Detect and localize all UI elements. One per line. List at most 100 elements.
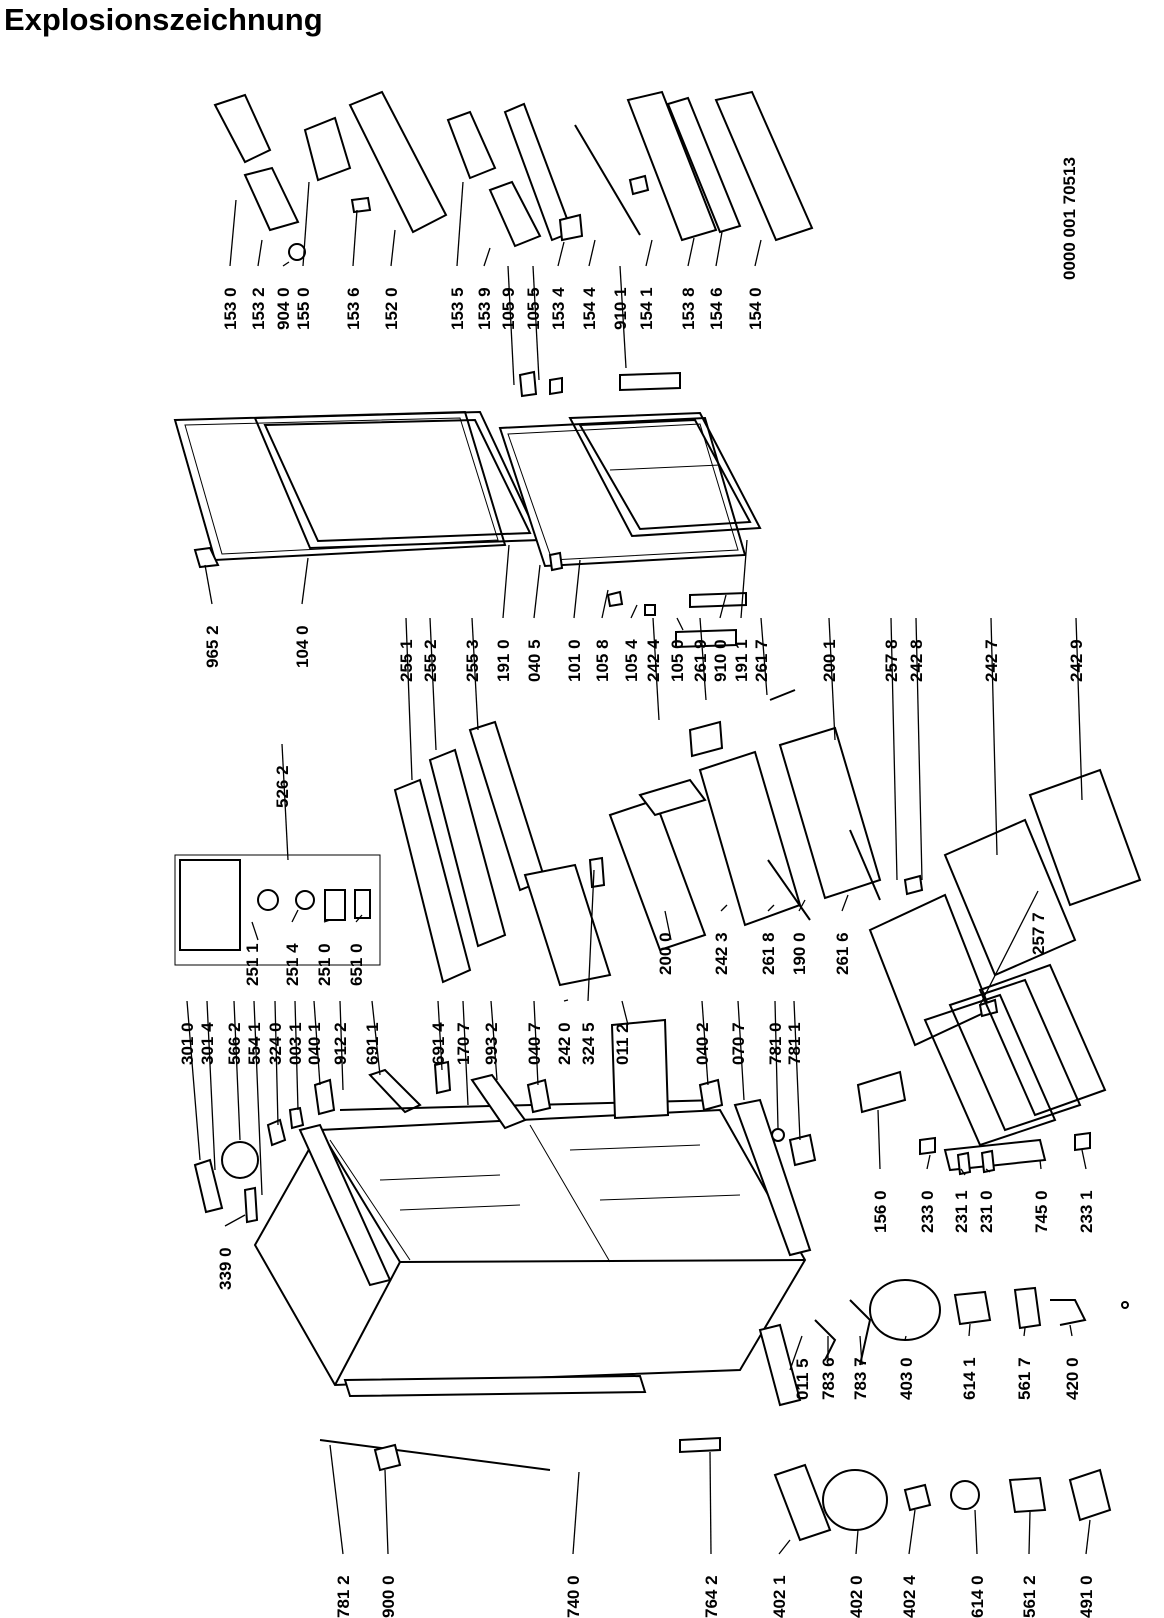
leader-line [339, 1000, 344, 1091]
part-label: 993 2 [482, 1022, 501, 1065]
leader-line [645, 239, 653, 267]
part-label: 301 0 [178, 1022, 197, 1065]
part-label: 561 7 [1015, 1357, 1034, 1400]
leader-line [908, 1509, 916, 1555]
part-label: 651 0 [347, 943, 366, 986]
leader-line [384, 1469, 389, 1555]
part-label: 242 9 [1067, 639, 1086, 682]
leader-line [915, 617, 923, 881]
part-label: 255 1 [397, 639, 416, 682]
cabinet-body [253, 1098, 812, 1472]
part-label: 566 2 [225, 1022, 244, 1065]
leader-line [719, 594, 727, 619]
leader-line [1081, 1149, 1087, 1170]
leader-line [1085, 1519, 1091, 1555]
leader-line [793, 1000, 801, 1141]
part-label: 261 7 [752, 639, 771, 682]
leader-line [701, 1000, 709, 1086]
leader-line [890, 617, 898, 881]
leader-line [456, 181, 464, 267]
part-label: 261 6 [833, 932, 852, 975]
leader-line [778, 1539, 791, 1555]
leader-line [904, 1335, 907, 1341]
part-label: 153 0 [221, 287, 240, 330]
part-label: 104 0 [293, 625, 312, 668]
leader-line [224, 1214, 246, 1227]
part-label: 251 1 [243, 943, 262, 986]
part-label: 200 1 [820, 639, 839, 682]
part-label: 251 0 [315, 943, 334, 986]
part-label: 402 0 [847, 1575, 866, 1618]
leader-line [828, 617, 836, 741]
leader-line [774, 1000, 779, 1129]
part-label: 153 9 [475, 287, 494, 330]
leader-lines [186, 181, 1091, 1555]
leader-line [274, 1000, 279, 1126]
part-label: 170 7 [454, 1022, 473, 1065]
leader-line [502, 544, 510, 619]
leader-line [767, 904, 775, 912]
leader-line [204, 564, 213, 605]
part-label: 105 8 [593, 639, 612, 682]
part-label: 910 1 [611, 287, 630, 330]
part-label: 257 7 [1029, 912, 1048, 955]
leader-line [557, 241, 565, 267]
leader-line [587, 869, 595, 1002]
part-label: 153 2 [249, 287, 268, 330]
leader-line [699, 617, 707, 701]
part-label: 154 0 [746, 287, 765, 330]
part-label: 242 8 [907, 639, 926, 682]
part-label: 261 9 [691, 639, 710, 682]
part-label: 152 0 [382, 287, 401, 330]
leader-line [841, 894, 849, 912]
leader-line [573, 559, 581, 619]
part-label: 783 6 [819, 1357, 838, 1400]
leader-line [483, 247, 491, 267]
part-label: 691 4 [429, 1022, 448, 1065]
leader-line [737, 1000, 745, 1101]
part-label: 900 0 [379, 1575, 398, 1618]
leader-line [313, 1000, 321, 1086]
document-number: 0000 001 70513 [1060, 157, 1079, 280]
leader-line [253, 1000, 263, 1196]
leader-line [251, 921, 259, 941]
leader-line [859, 1335, 863, 1366]
part-label: 491 0 [1077, 1575, 1096, 1618]
part-label: 255 2 [421, 639, 440, 682]
leader-line [329, 1444, 344, 1555]
part-label: 101 0 [565, 639, 584, 682]
part-label: 040 2 [693, 1022, 712, 1065]
leader-line [371, 1000, 381, 1076]
part-label: 231 1 [952, 1190, 971, 1233]
part-label: 233 1 [1077, 1190, 1096, 1233]
leader-line [563, 999, 569, 1002]
part-label: 105 9 [499, 287, 518, 330]
leader-line [533, 564, 541, 619]
part-label: 783 7 [851, 1357, 870, 1400]
leader-line [490, 1000, 498, 1081]
part-label: 242 3 [712, 932, 731, 975]
part-label: 691 1 [363, 1022, 382, 1065]
leader-line [352, 209, 358, 267]
leader-line [291, 909, 299, 923]
part-label: 554 1 [245, 1022, 264, 1065]
leader-line [257, 239, 263, 267]
part-label: 105 4 [622, 639, 641, 682]
part-label: 191 1 [732, 639, 751, 682]
cabinet-small-parts [193, 1018, 817, 1224]
part-label: 153 8 [679, 287, 698, 330]
leader-line [664, 910, 672, 941]
leader-line [968, 1323, 971, 1337]
leader-line [601, 589, 609, 619]
glass-shelves [174, 720, 547, 984]
part-label: 420 0 [1063, 1357, 1082, 1400]
leader-line [233, 1000, 241, 1141]
leader-line [630, 604, 638, 619]
part-label: 011 5 [793, 1358, 812, 1400]
leader-line [533, 1000, 539, 1086]
part-label: 153 4 [549, 287, 568, 330]
leader-line [532, 265, 540, 381]
leader-line [619, 265, 627, 369]
part-label: 257 8 [882, 639, 901, 682]
